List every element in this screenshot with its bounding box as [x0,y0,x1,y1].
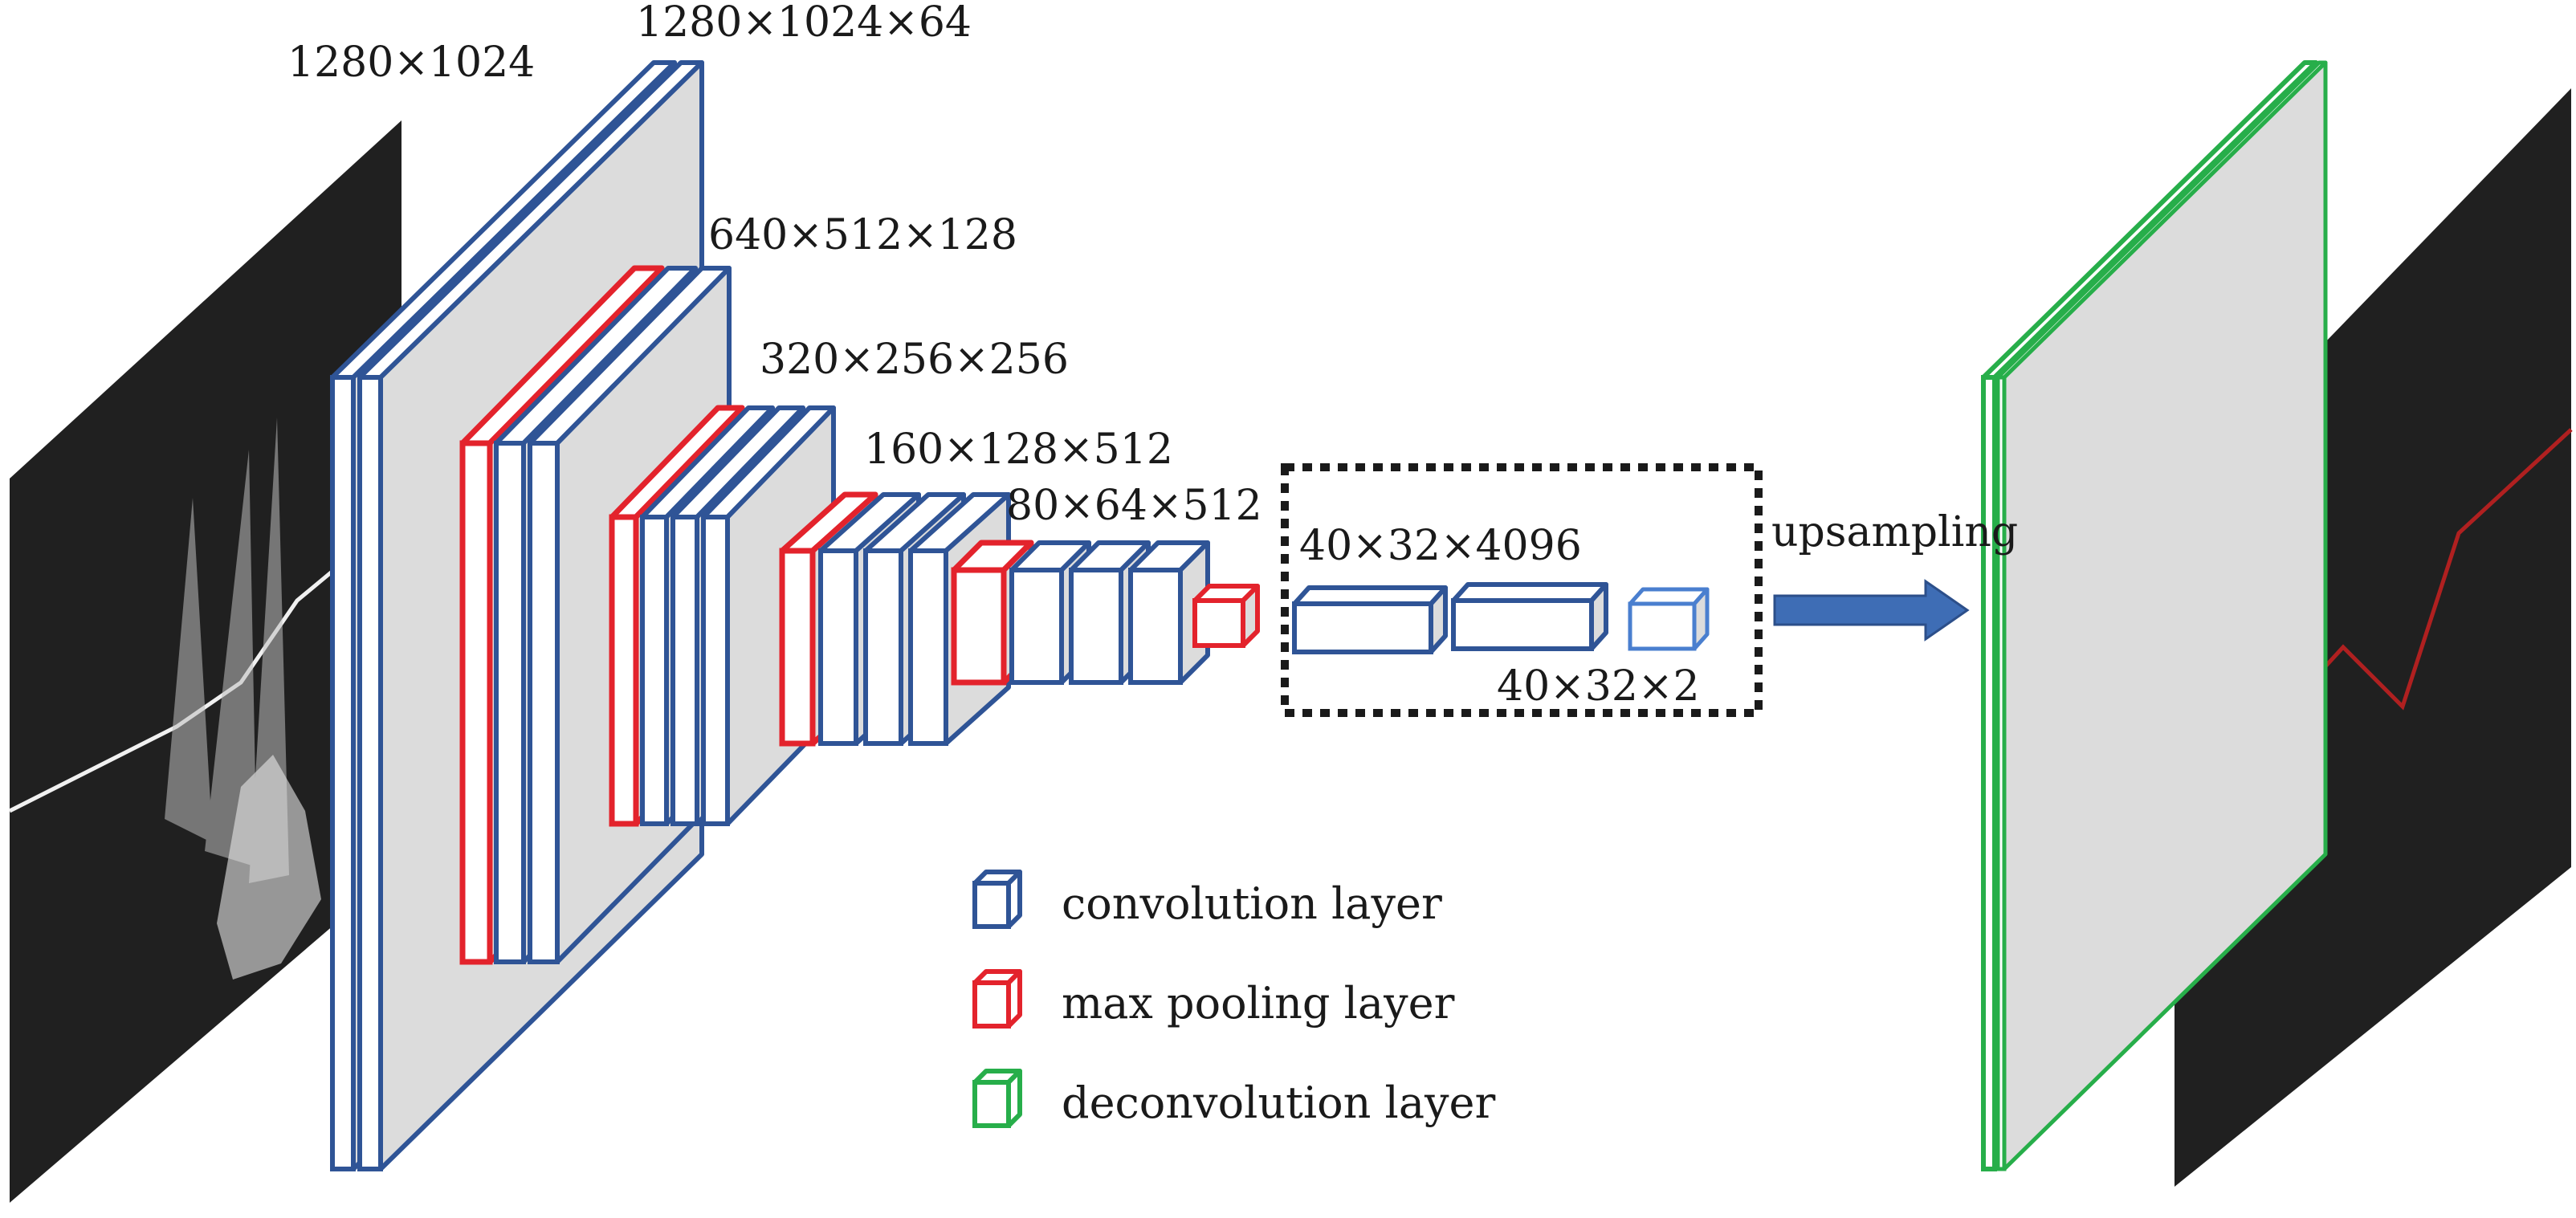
pool-block2-front [459,440,493,965]
block5-size-label: 80×64×512 [1006,482,1262,530]
upsampling-label: upsampling [1771,508,2018,556]
deconvolution-layer-icon [972,1069,1022,1128]
conv-block5-layer3-front [1128,568,1183,685]
conv-block2-layer1-front [494,441,526,964]
conv-block1-layer2-front [357,375,383,1171]
conv-block5-layer2-front [1069,568,1123,685]
legend-deconvolution-label: deconvolution layer [1062,1077,1495,1128]
fc-a-size-label: 40×32×4096 [1299,522,1582,570]
max-pooling-layer-icon-front [972,980,1011,1029]
input-size-label: 1280×1024 [287,39,535,87]
conv-block4-layer2-front [863,548,903,746]
network-layers [330,60,2328,1171]
convolution-layer-icon [972,870,1022,929]
deconv-layer-slab1-front [1981,375,1997,1171]
conv-block3-layer1-front [640,515,669,826]
conv-fc-layer3 [1628,587,1710,651]
deconv-layer-slab2-front [1995,375,2007,1171]
pool-block6-front [1192,598,1245,648]
conv-block5-layer1-front [1009,568,1064,685]
image-panels [8,88,2573,1203]
pool-block5-front [951,567,1007,686]
fc-dashed-box [1281,463,1763,717]
legend-convolution-label: convolution layer [1062,878,1442,929]
pool-block6 [1192,584,1260,648]
block4-size-label: 160×128×512 [864,426,1173,474]
pool-block4-front [779,548,816,747]
block3-size-label: 320×256×256 [760,336,1069,384]
annotations [972,463,1970,1128]
conv-block4-layer1-front [818,548,858,746]
input-image-panel [8,120,403,1203]
upsampling-arrow [1773,579,1970,642]
deconv-layer-slab2 [1995,60,2328,1171]
pool-block3-front [609,514,639,827]
deconvolution-layer-icon-front [972,1080,1011,1128]
conv-fc-layer1-front [1292,601,1433,654]
conv-block3-layer2-front [670,515,699,826]
input-image-background [10,120,401,1203]
max-pooling-layer-icon [972,969,1022,1029]
conv-block2-layer2-front [528,441,560,964]
conv-fc-layer2-front [1451,598,1594,651]
convolution-layer-icon-front [972,881,1011,929]
input-light-rays [165,418,289,883]
fc-b-size-label: 40×32×2 [1497,662,1700,711]
conv-fc-layer2 [1451,582,1608,651]
conv-block1-layer1-front [330,375,356,1171]
conv-fc-layer3-front [1628,601,1697,651]
legend-max-pooling-label: max pooling layer [1062,978,1455,1029]
block1-size-label: 1280×1024×64 [636,0,972,47]
conv-block3-layer3-front [701,515,730,826]
output-image-background [2175,88,2571,1187]
input-spatter-region [217,755,321,980]
conv-fc-layer1 [1292,585,1448,654]
block2-size-label: 640×512×128 [708,211,1017,259]
conv-block4-layer3-front [908,548,948,746]
